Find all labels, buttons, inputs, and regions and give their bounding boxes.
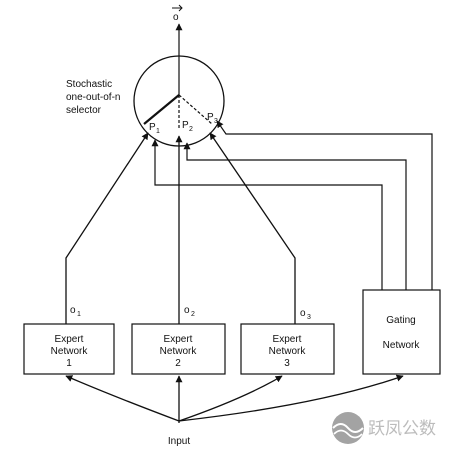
svg-text:Network: Network — [51, 346, 89, 357]
svg-text:Network: Network — [269, 346, 307, 357]
svg-text:Network: Network — [160, 346, 198, 357]
svg-text:Expert: Expert — [164, 334, 193, 345]
selector-label-line-2: one-out-of-n — [66, 92, 120, 103]
gating-network-box: Gating Network — [362, 289, 441, 375]
input-label: Input — [168, 436, 190, 447]
svg-text:3: 3 — [307, 314, 311, 321]
expert-network-1-box: Expert Network 1 — [23, 323, 115, 375]
output-label: o — [172, 4, 183, 23]
wave-logo-icon — [332, 412, 364, 444]
svg-text:3: 3 — [284, 358, 290, 369]
watermark-text: 跃凤公数 — [368, 419, 436, 438]
svg-text:o: o — [184, 305, 190, 316]
gating-control-line-p1 — [151, 139, 383, 290]
svg-text:3: 3 — [214, 118, 218, 125]
svg-text:2: 2 — [191, 311, 195, 318]
svg-text:Network: Network — [383, 340, 421, 351]
svg-text:P: P — [207, 112, 214, 123]
svg-text:o: o — [70, 305, 76, 316]
svg-text:1: 1 — [77, 311, 81, 318]
selector-label-line-1: Stochastic — [66, 79, 112, 90]
expert-network-2-box: Expert Network 2 — [131, 323, 226, 375]
svg-text:Expert: Expert — [273, 334, 302, 345]
switch-line-p1 — [143, 94, 180, 125]
svg-text:o: o — [300, 308, 306, 319]
expert-1-output-arrow — [65, 132, 149, 324]
watermark: 跃凤公数 — [332, 412, 436, 444]
svg-text:2: 2 — [189, 126, 193, 133]
switch-line-p3 — [178, 94, 213, 125]
svg-text:Expert: Expert — [55, 334, 84, 345]
gating-control-line-p2 — [183, 142, 407, 290]
svg-text:2: 2 — [175, 358, 181, 369]
svg-text:Gating: Gating — [386, 315, 415, 326]
svg-text:P: P — [149, 122, 156, 133]
expert-3-output-label: o 3 — [300, 308, 311, 321]
expert-3-output-arrow — [209, 132, 296, 324]
svg-text:1: 1 — [66, 358, 72, 369]
input-arrows — [65, 374, 404, 423]
selector-point-p3: P 3 — [207, 112, 218, 125]
gating-control-line-p3 — [216, 120, 433, 290]
expert-2-output-label: o 2 — [184, 305, 195, 318]
svg-text:1: 1 — [156, 128, 160, 135]
selector-point-p2: P 2 — [182, 120, 193, 133]
expert-1-output-label: o 1 — [70, 305, 81, 318]
svg-text:P: P — [182, 120, 189, 131]
selector-label-line-3: selector — [66, 105, 102, 116]
expert-network-3-box: Expert Network 3 — [240, 323, 335, 375]
selector-label: Stochastic one-out-of-n selector — [66, 79, 120, 116]
selector-point-p1: P 1 — [149, 122, 160, 135]
svg-text:o: o — [173, 12, 179, 23]
